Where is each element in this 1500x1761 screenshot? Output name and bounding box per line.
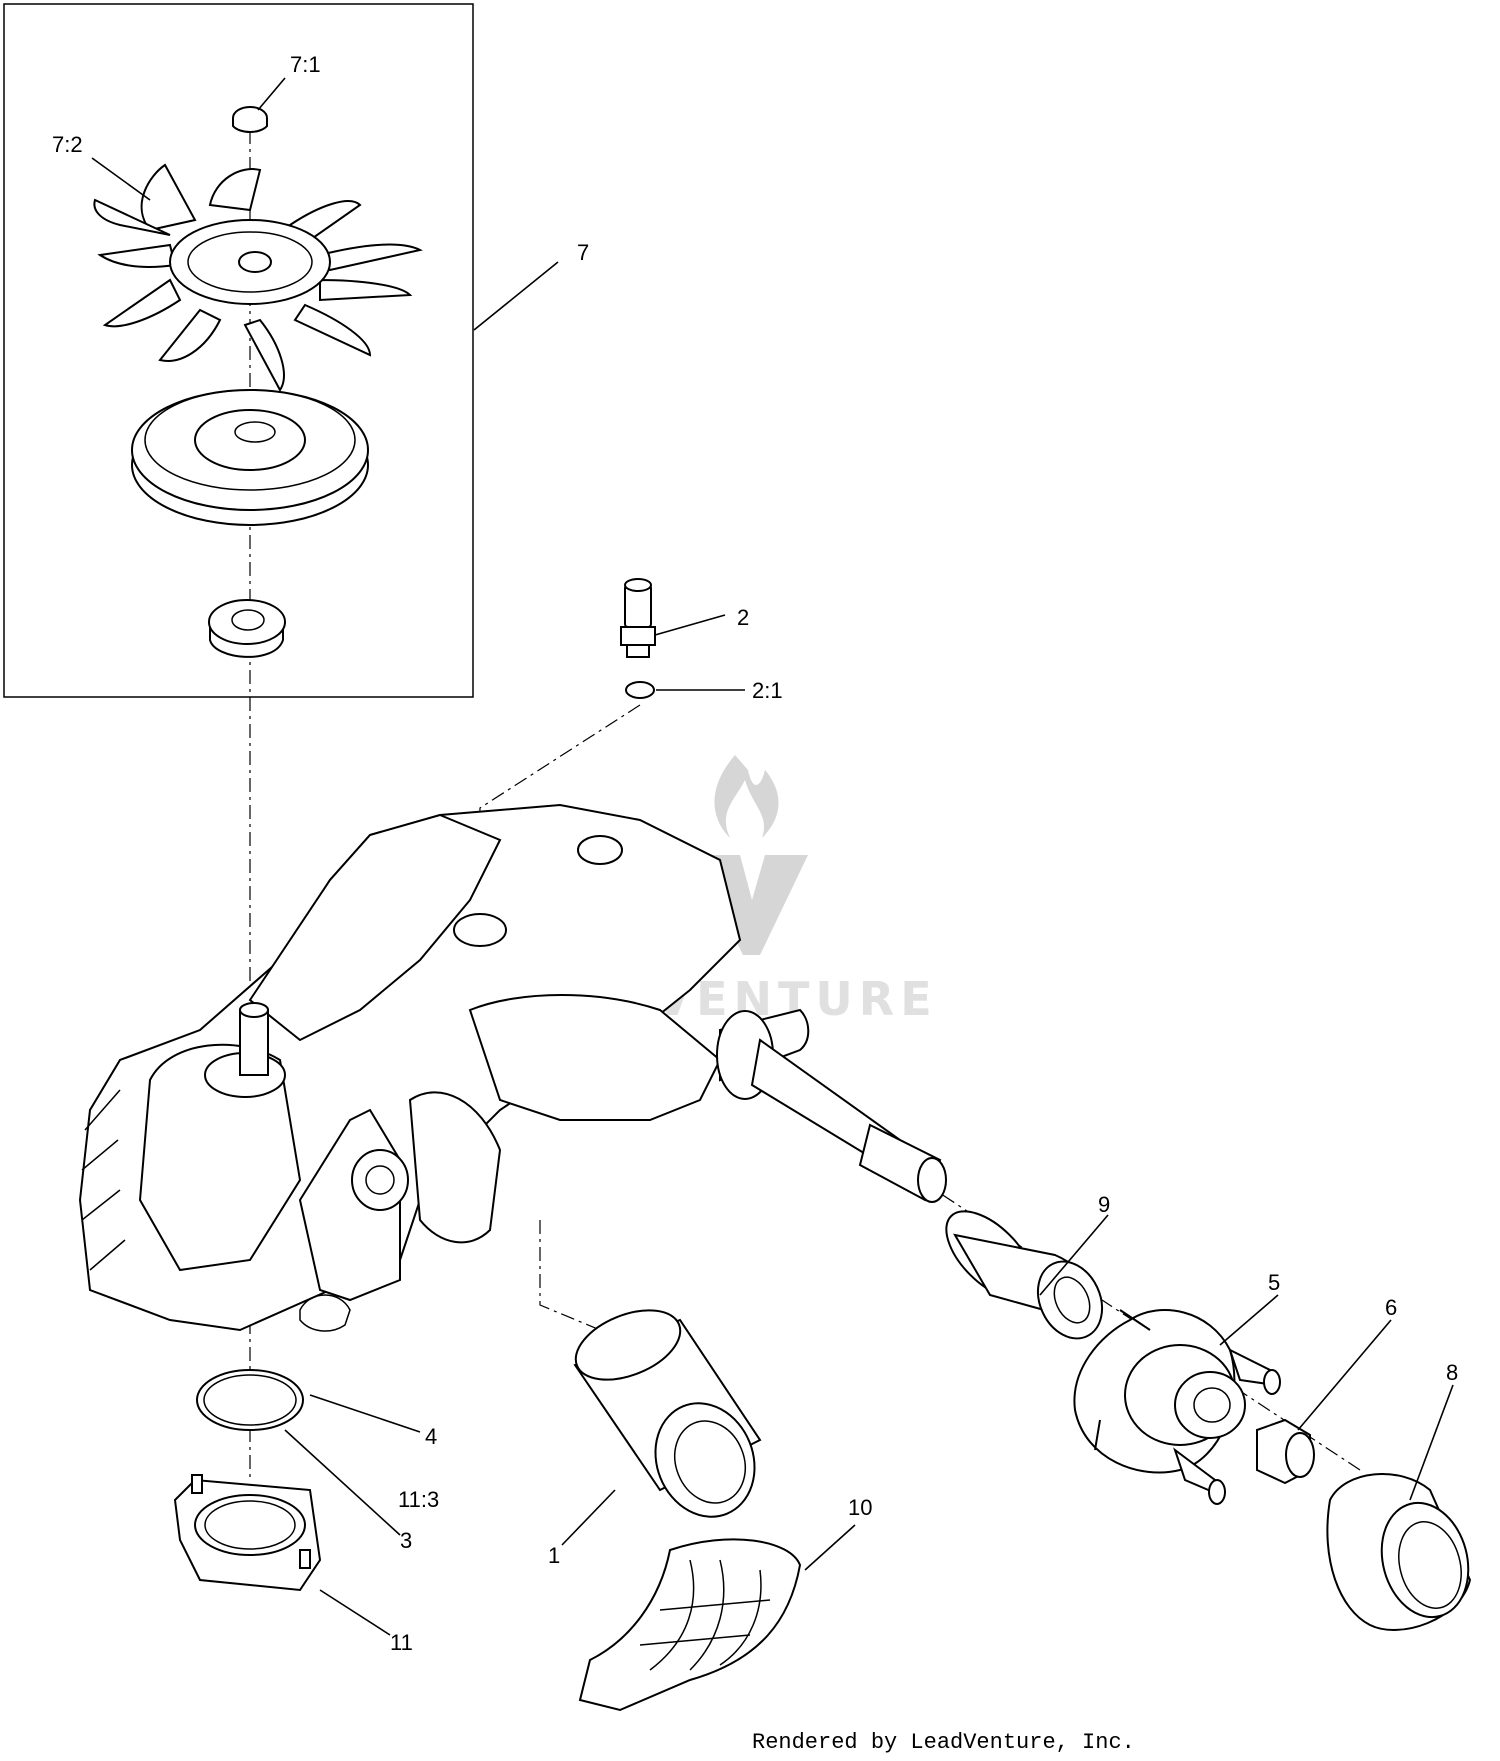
callout-8: 8 bbox=[1446, 1360, 1458, 1385]
callout-7-2: 7:2 bbox=[52, 132, 83, 157]
callout-1: 1 bbox=[548, 1543, 560, 1568]
callout-10: 10 bbox=[848, 1495, 872, 1520]
part-transaxle-housing bbox=[78, 803, 742, 1332]
part-6-lug-nut bbox=[1256, 1418, 1315, 1485]
part-pulley-hub bbox=[208, 599, 286, 658]
flame-logo-icon bbox=[714, 755, 779, 838]
part-2-1-oring bbox=[625, 681, 655, 699]
part-7-2-fan bbox=[93, 163, 423, 392]
kit-7-frame bbox=[3, 3, 474, 698]
callout-3: 3 bbox=[400, 1528, 412, 1553]
callout-9: 9 bbox=[1098, 1192, 1110, 1217]
part-1-oil-filter bbox=[573, 1309, 762, 1518]
callout-6: 6 bbox=[1385, 1295, 1397, 1320]
render-credit: Rendered by LeadVenture, Inc. bbox=[752, 1730, 1135, 1755]
part-pulley bbox=[131, 389, 369, 526]
callout-7-1: 7:1 bbox=[290, 52, 321, 77]
part-11-bracket bbox=[173, 1474, 322, 1592]
callout-11-3: 11:3 bbox=[398, 1487, 439, 1512]
part-10-shield bbox=[578, 1538, 802, 1712]
callout-5: 5 bbox=[1268, 1270, 1280, 1295]
callout-2: 2 bbox=[737, 605, 749, 630]
leader-lines bbox=[91, 77, 1454, 1636]
part-7-1-nut bbox=[232, 106, 268, 133]
part-5-wheel-hub bbox=[1073, 1309, 1281, 1505]
callout-11: 11 bbox=[390, 1630, 413, 1655]
callout-labels: 7:1 7:2 7 2 2:1 9 5 6 8 4 11:3 3 1 10 11 bbox=[52, 52, 1458, 1655]
part-8-cap bbox=[1326, 1473, 1472, 1631]
part-9-seal bbox=[945, 1210, 1104, 1340]
part-axle-shaft bbox=[716, 1008, 947, 1203]
assembly-centerlines bbox=[249, 130, 1361, 1480]
part-3-ring bbox=[196, 1369, 304, 1431]
callout-4: 4 bbox=[425, 1424, 437, 1449]
callout-7: 7 bbox=[577, 240, 589, 265]
part-2-fitting bbox=[620, 578, 656, 658]
callout-2-1: 2:1 bbox=[752, 678, 783, 703]
